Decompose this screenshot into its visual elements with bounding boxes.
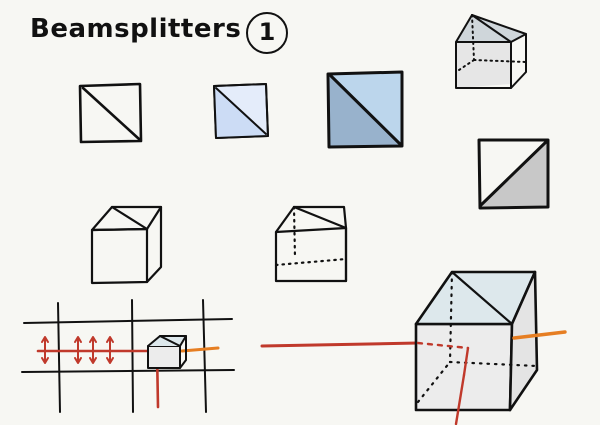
beamsplitter-cube-on-table bbox=[147, 335, 187, 369]
transmitted-beam-small bbox=[180, 346, 220, 353]
transmitted-beam-large bbox=[512, 330, 567, 340]
internal-beam-path bbox=[416, 341, 470, 425]
beamsplitter-outline-dark bbox=[326, 70, 404, 149]
optical-table-grid bbox=[21, 299, 235, 413]
beamsplitter-outline-light bbox=[213, 83, 269, 139]
beamsplitter-outline-plain bbox=[78, 82, 143, 144]
input-laser-beam-large bbox=[260, 341, 420, 348]
sheet-title: Beamsplitters bbox=[30, 14, 242, 44]
sheet-number-badge: 1 bbox=[246, 12, 288, 54]
right-angle-prism-square bbox=[477, 138, 550, 210]
input-laser-beam-small bbox=[36, 349, 160, 409]
beamsplitter-cube-large bbox=[414, 270, 539, 412]
beamsplitter-cube-dashed bbox=[274, 205, 348, 283]
beamsplitter-cube-simple bbox=[90, 205, 163, 285]
beamsplitter-cube-top bbox=[455, 14, 527, 89]
polarization-arrows bbox=[41, 336, 114, 364]
